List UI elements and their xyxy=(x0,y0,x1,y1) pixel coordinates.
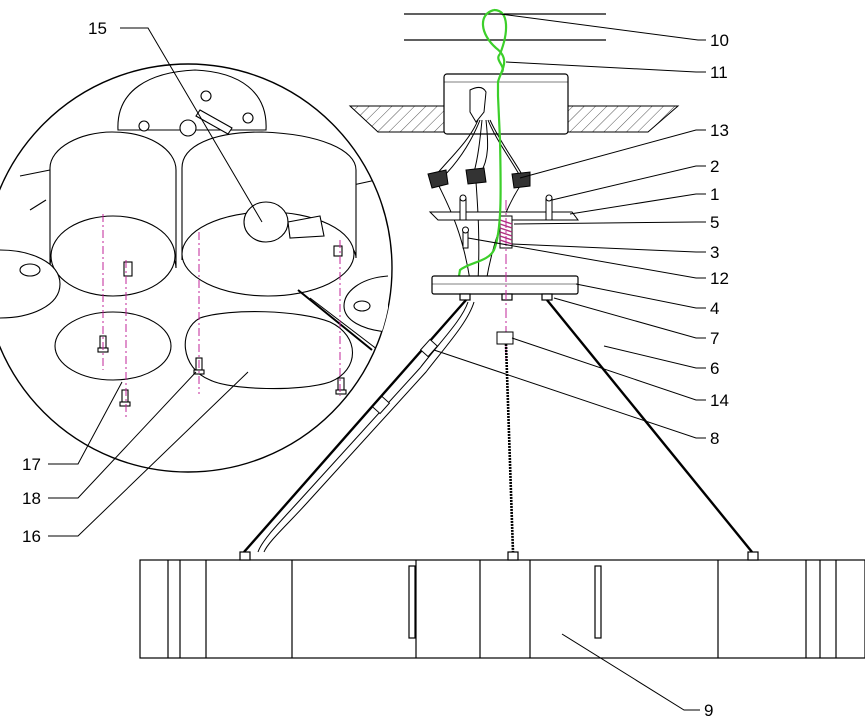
callout-12: 12 xyxy=(710,269,729,288)
callout-labels: 15 17 18 16 10 11 13 2 1 5 3 12 4 7 6 14… xyxy=(22,19,729,718)
power-cord xyxy=(257,301,475,553)
cord-clip-lower xyxy=(371,395,391,415)
callout-2: 2 xyxy=(710,157,719,176)
cable-gripper xyxy=(496,331,514,345)
callout-7: 7 xyxy=(710,329,719,348)
callout-17: 17 xyxy=(22,455,41,474)
callout-4: 4 xyxy=(710,299,719,318)
canopy xyxy=(431,275,579,301)
callout-18: 18 xyxy=(22,489,41,508)
callout-6: 6 xyxy=(710,359,719,378)
wire-nut-right xyxy=(511,171,531,189)
junction-box xyxy=(443,73,569,135)
supply-wires xyxy=(435,119,525,283)
ground-screw xyxy=(462,226,469,249)
cord-clip-upper xyxy=(419,338,439,358)
wire-nut-left xyxy=(427,169,449,189)
callout-13: 13 xyxy=(710,121,729,140)
callout-16: 16 xyxy=(22,527,41,546)
callout-11: 11 xyxy=(710,63,728,82)
ground-wire xyxy=(456,8,508,283)
callout-8: 8 xyxy=(710,429,719,448)
callout-1: 1 xyxy=(710,185,719,204)
callout-15: 15 xyxy=(88,19,107,38)
callout-3: 3 xyxy=(710,243,719,262)
callout-10: 10 xyxy=(710,31,729,50)
callout-9: 9 xyxy=(704,701,713,718)
fixture-body xyxy=(139,551,865,659)
callout-5: 5 xyxy=(710,213,719,232)
wire-nut-center xyxy=(465,167,487,185)
detail-view xyxy=(0,63,393,473)
leader-lines xyxy=(48,13,706,711)
callout-14: 14 xyxy=(710,391,729,410)
